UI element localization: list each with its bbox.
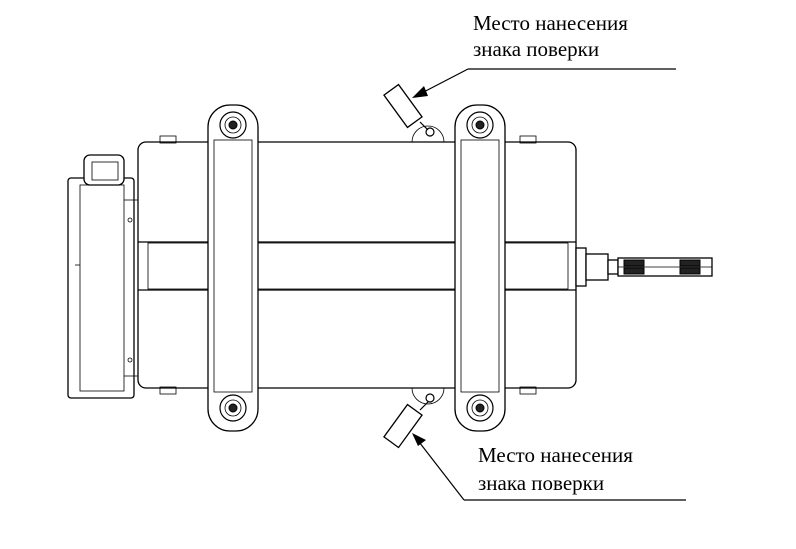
bottom-callout-line2: знака поверки — [478, 471, 604, 495]
top-callout-line2: знака поверки — [473, 37, 599, 61]
main-housing — [137, 135, 577, 395]
left-end-cap — [67, 154, 138, 399]
bottom-callout-leader — [412, 433, 686, 501]
top-seal-tag — [383, 83, 445, 143]
right-shaft — [575, 247, 713, 287]
top-callout-leader — [412, 68, 676, 98]
top-callout-line1: Место нанесения — [473, 11, 628, 35]
bottom-callout-line1: Место нанесения — [478, 443, 633, 467]
right-clamp-band — [454, 104, 506, 432]
left-clamp-band — [207, 104, 259, 432]
bottom-seal-tag — [383, 387, 445, 449]
